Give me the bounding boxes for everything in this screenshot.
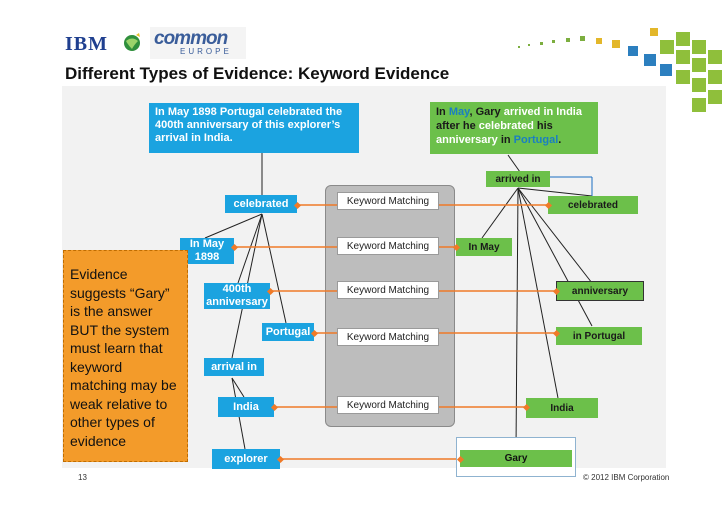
right-node-india: India xyxy=(526,398,598,418)
right-node-in-portugal: in Portugal xyxy=(556,327,642,345)
keyword-matching-box: Keyword Matching xyxy=(337,328,439,346)
arrived-to-india-line xyxy=(517,187,559,399)
right-node-anniversary: anniversary xyxy=(556,281,644,301)
passage-seg: . xyxy=(558,134,562,146)
tree-line-india xyxy=(231,377,245,398)
evidence-note-text: Evidence suggests “Gary” is the answer B… xyxy=(70,266,177,449)
page-number: 13 xyxy=(78,473,87,482)
left-node-explorer: explorer xyxy=(212,449,280,469)
arrived-to-anniversary-line xyxy=(517,187,593,284)
left-node-arrival-in: arrival in xyxy=(204,358,264,376)
passage-seg-may: May xyxy=(448,106,470,118)
left-node-portugal: Portugal xyxy=(262,323,314,341)
passage-seg: his xyxy=(533,120,553,132)
right-node-arrived-in: arrived in xyxy=(486,171,550,187)
right-node-celebrated: celebrated xyxy=(548,196,638,214)
passage-seg-portugal: Portugal xyxy=(513,134,559,146)
common-logo-sub: EUROPE xyxy=(180,47,232,56)
passage-seg-anniversary: anniversary xyxy=(436,134,498,146)
left-node-in-may-1898: In May 1898 xyxy=(180,238,234,264)
tree-line-anniversary xyxy=(237,213,263,284)
arrived-to-inmay-line xyxy=(481,187,519,239)
right-node-gary: Gary xyxy=(460,450,572,467)
left-node-in-may-line1: In May xyxy=(189,238,225,250)
right-node-in-may: In May xyxy=(456,238,512,256)
passage-box: In May, Gary arrived in India after he c… xyxy=(430,102,598,154)
passage-seg-gary: Gary xyxy=(475,106,501,118)
passage-seg: in xyxy=(497,134,514,146)
left-node-celebrated: celebrated xyxy=(225,195,297,213)
passage-seg: In xyxy=(436,106,449,118)
arrived-to-portugal-line xyxy=(517,187,593,327)
passage-seg-india: India xyxy=(556,106,582,118)
left-node-india: India xyxy=(218,397,274,417)
arrived-to-celebrated-line xyxy=(517,187,593,197)
ibm-logo: IBM xyxy=(65,33,108,55)
left-node-anniv-line2: anniversary xyxy=(206,296,268,308)
slide-title: Different Types of Evidence: Keyword Evi… xyxy=(65,64,450,83)
globe-icon xyxy=(124,33,140,51)
passage-seg: after he xyxy=(436,120,479,132)
keyword-matching-box: Keyword Matching xyxy=(337,237,439,255)
keyword-matching-box: Keyword Matching xyxy=(337,192,439,210)
arrived-to-gary-line xyxy=(515,187,519,451)
passage-seg: , xyxy=(469,106,476,118)
copyright: © 2012 IBM Corporation xyxy=(583,473,670,482)
left-node-anniv-line1: 400th xyxy=(222,283,252,295)
decorative-cubes xyxy=(518,28,722,112)
common-europe-logo: common EUROPE xyxy=(150,27,246,59)
common-logo-word: common xyxy=(154,28,228,49)
keyword-matching-box: Keyword Matching xyxy=(337,281,439,299)
keyword-matching-panel xyxy=(325,185,455,427)
tree-line-may xyxy=(204,213,263,239)
tree-line-portugal xyxy=(261,213,287,324)
passage-seg-celebrated: celebrated xyxy=(478,120,534,132)
passage-to-arrived-line xyxy=(507,154,521,173)
left-node-400th-anniversary: 400th anniversary xyxy=(204,283,270,309)
keyword-matching-box: Keyword Matching xyxy=(337,396,439,414)
passage-seg-arrived-in: arrived in xyxy=(503,106,554,118)
question-text: In May 1898 Portugal celebrated the 400t… xyxy=(155,106,343,144)
left-node-in-may-line2: 1898 xyxy=(194,251,220,263)
evidence-note: Evidence suggests “Gary” is the answer B… xyxy=(63,250,188,462)
question-box: In May 1898 Portugal celebrated the 400t… xyxy=(149,103,359,153)
